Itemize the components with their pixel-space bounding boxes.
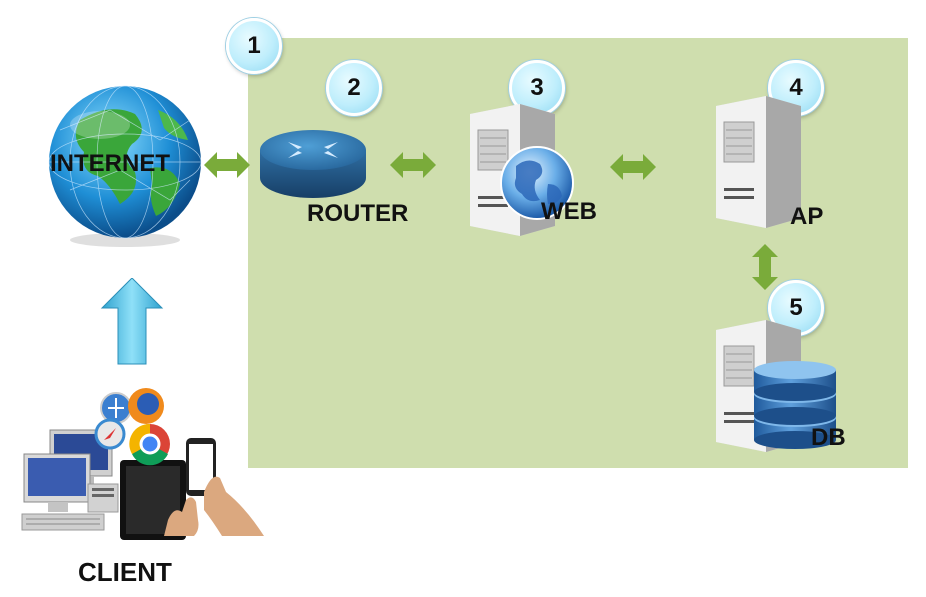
web-ap-arrow [610, 154, 656, 180]
database-icon [754, 361, 836, 449]
web-label: WEB [541, 198, 597, 225]
browser-icon [94, 418, 126, 450]
ap-label: AP [790, 203, 824, 230]
ap-db-arrow [752, 244, 778, 290]
router-icon [260, 130, 366, 198]
server-icon [716, 96, 801, 228]
internet-label: INTERNET [50, 150, 170, 177]
web-globe-icon [500, 146, 574, 220]
zone-badge: 1 [226, 18, 282, 74]
client-internet-arrow [100, 278, 164, 365]
client-label: CLIENT [78, 557, 172, 587]
internet-router-arrow [204, 152, 250, 178]
browser-icon [128, 388, 164, 424]
router-web-arrow [390, 152, 436, 178]
hand-icon [164, 476, 264, 536]
db-label: DB [811, 424, 846, 451]
browser-icon [100, 392, 132, 424]
desktop-icon [21, 453, 119, 531]
browser-icon [129, 423, 170, 466]
router-label: ROUTER [307, 200, 409, 227]
client-devices [21, 388, 264, 540]
globe-icon [48, 85, 202, 247]
router-badge: 2 [326, 60, 382, 116]
